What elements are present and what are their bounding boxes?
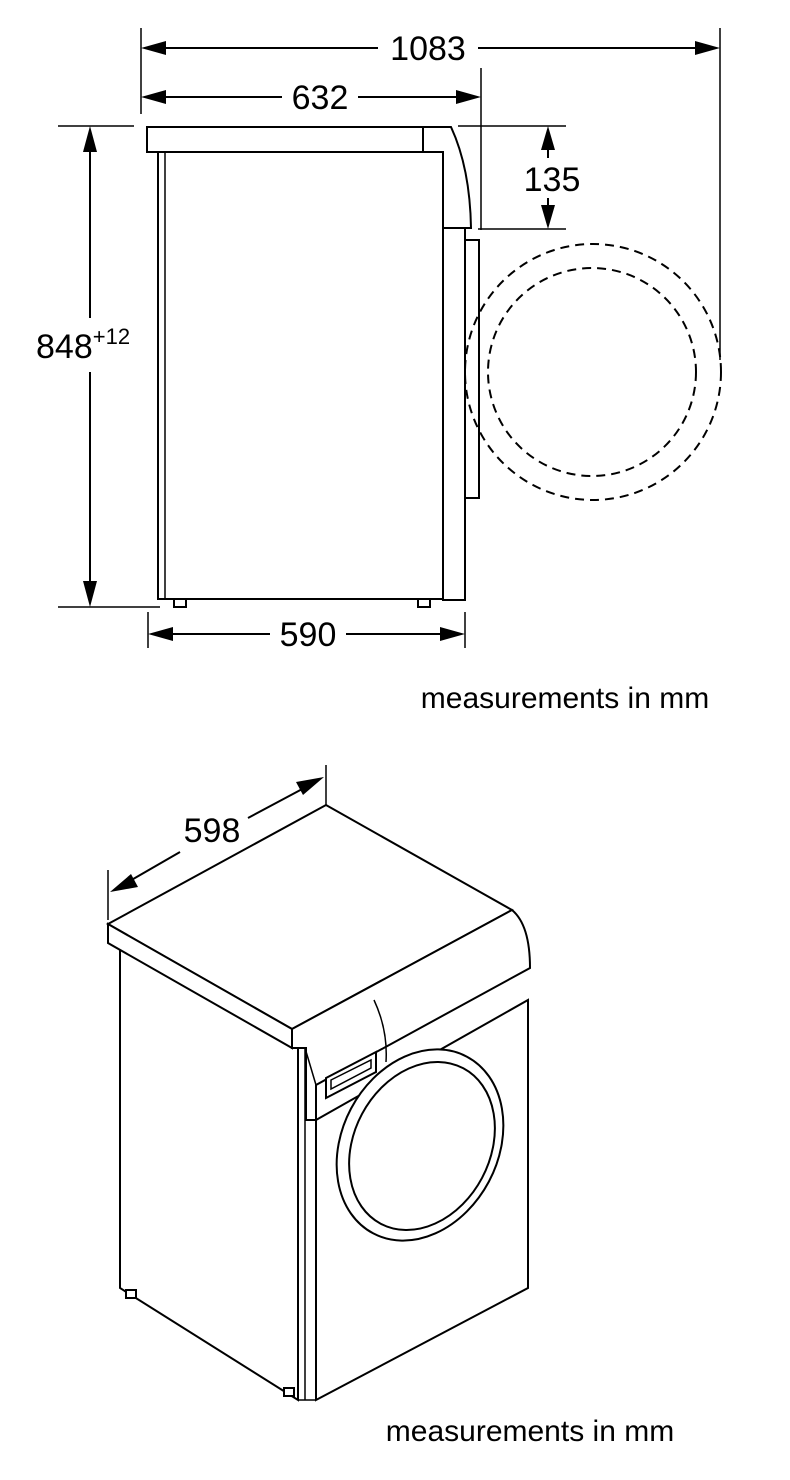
dimension-848: 848+12 <box>36 126 130 607</box>
door-inner-circle <box>487 267 697 477</box>
arrow-head <box>456 90 481 104</box>
foot <box>283 1387 295 1397</box>
arrow-head <box>541 126 555 150</box>
height-label: 848+12 <box>36 324 130 366</box>
side-view: 1083 632 135 848+12 <box>36 28 722 715</box>
control-panel-fascia <box>291 908 532 1121</box>
depth-top-label: 632 <box>292 79 349 117</box>
washer-side-profile <box>146 126 480 608</box>
height-value: 848 <box>36 328 93 366</box>
door-closed <box>464 239 480 499</box>
foot <box>173 598 187 608</box>
door-open-swing <box>464 243 722 501</box>
dimension-135: 135 <box>524 126 581 229</box>
display-inner <box>330 1058 372 1091</box>
door-outer-circle <box>464 243 722 501</box>
front-panel <box>442 227 466 601</box>
foot <box>125 1289 137 1299</box>
worktop <box>146 126 424 153</box>
arrow-head <box>141 90 166 104</box>
arrow-head <box>695 41 720 55</box>
depth-door-open-label: 1083 <box>390 30 466 68</box>
arrow-head <box>148 627 173 641</box>
height-tolerance: +12 <box>93 324 130 349</box>
width-label: 598 <box>184 812 241 850</box>
dimension-590: 590 <box>148 616 465 654</box>
foot <box>417 598 431 608</box>
door-glass <box>348 1060 496 1232</box>
panel-divider <box>373 999 387 1063</box>
washer-iso <box>105 803 532 1402</box>
arrow-head <box>541 205 555 229</box>
dimension-598: 598 <box>107 765 327 920</box>
side-body <box>157 151 445 600</box>
arrow-head <box>83 126 97 152</box>
caption-side: measurements in mm <box>421 682 709 715</box>
arrow-head <box>141 41 166 55</box>
panel-height-label: 135 <box>524 161 581 199</box>
arrow-head <box>440 627 465 641</box>
dimension-1083: 1083 <box>141 30 720 68</box>
arrow-head <box>83 581 97 607</box>
arrow-head <box>296 777 324 795</box>
caption-iso: measurements in mm <box>386 1415 674 1448</box>
depth-body-label: 590 <box>280 616 337 654</box>
dimension-632: 632 <box>141 79 481 117</box>
arrow-head <box>110 874 138 892</box>
iso-view: 598 me <box>105 765 674 1448</box>
